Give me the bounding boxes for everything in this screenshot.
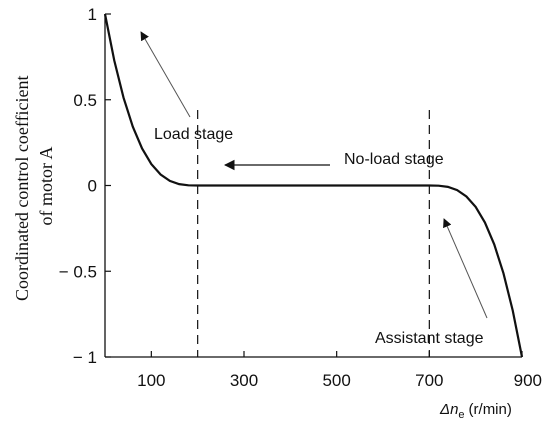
assistant-stage-label: Assistant stage bbox=[375, 330, 484, 347]
x-axis-unit: (r/min) bbox=[469, 401, 512, 418]
y-tick-label: 0.5 bbox=[73, 91, 97, 110]
x-tick-label: 900 bbox=[514, 371, 542, 390]
x-tick-label: 500 bbox=[322, 371, 350, 390]
y-tick-label: 1 bbox=[88, 5, 97, 24]
load-stage-arrow bbox=[140, 31, 191, 118]
x-tick-label: 300 bbox=[230, 371, 258, 390]
y-tick-label: − 1 bbox=[73, 348, 97, 367]
x-tick-label: 100 bbox=[137, 371, 165, 390]
no-load-stage-label: No-load stage bbox=[344, 151, 444, 168]
y-axis-label-line-2: of motor A bbox=[36, 147, 56, 226]
stage-boundaries bbox=[197, 110, 430, 357]
x-axis-label: Δne (r/min) bbox=[439, 401, 512, 421]
y-axis-label: Coordinated control coefficient of motor… bbox=[12, 71, 56, 301]
x-axis-subscript: e bbox=[458, 409, 464, 421]
y-ticks: 1 0.5 0 − 0.5 − 1 bbox=[59, 5, 111, 367]
y-axis-label-line-1: Coordinated control coefficient bbox=[12, 75, 32, 301]
x-axis-symbol: Δn bbox=[439, 401, 458, 418]
series-line bbox=[103, 13, 524, 358]
x-ticks: 100 300 500 700 900 bbox=[137, 351, 542, 390]
load-stage-label: Load stage bbox=[154, 126, 233, 143]
y-tick-label: 0 bbox=[88, 177, 97, 196]
y-tick-label: − 0.5 bbox=[59, 262, 97, 281]
x-tick-label: 700 bbox=[415, 371, 443, 390]
assistant-stage-arrow bbox=[443, 218, 488, 319]
